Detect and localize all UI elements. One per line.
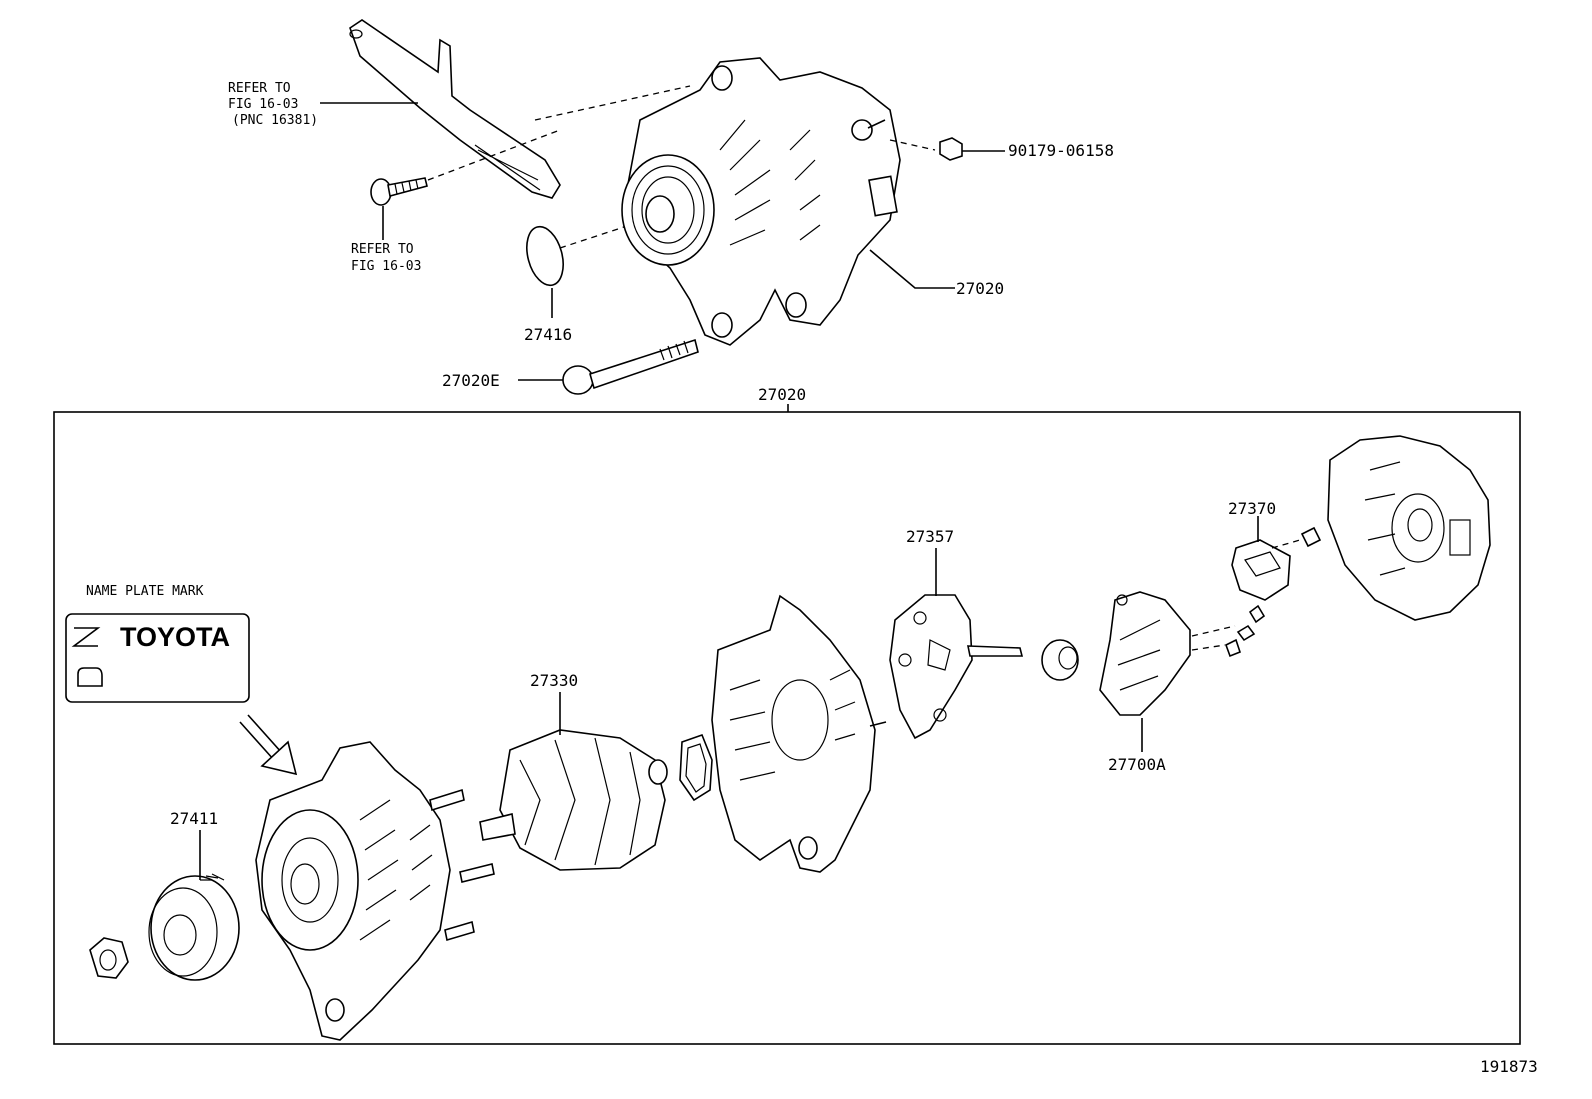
leader-27020-top xyxy=(869,249,955,289)
callout-27020-assy: 27020 xyxy=(956,279,1004,298)
brush-screw-icon xyxy=(1300,526,1322,548)
callout-90179-06158: 90179-06158 xyxy=(1008,141,1114,160)
arrow-icon xyxy=(239,714,298,776)
drive-end-frame-icon xyxy=(255,741,495,1041)
name-plate-brand: TOYOTA xyxy=(120,622,230,652)
callout-27416: 27416 xyxy=(524,325,572,344)
dash-bolt xyxy=(427,129,561,181)
ref-bolt-line1: REFER TO xyxy=(351,242,414,257)
terminal-bushing-icon xyxy=(1041,639,1079,681)
ref-bracket-line2: FIG 16-03 xyxy=(228,97,298,112)
callout-27020-frame: 27020 xyxy=(758,385,806,404)
regulator-screw-icon xyxy=(1225,604,1266,658)
gasket-icon xyxy=(679,733,713,802)
name-plate-logo-icon xyxy=(71,627,103,687)
callout-27330: 27330 xyxy=(530,671,578,690)
cover-plate-icon xyxy=(526,225,564,287)
callout-27370: 27370 xyxy=(1228,499,1276,518)
through-bolt-icon xyxy=(562,338,699,395)
ref-bolt-line2: FIG 16-03 xyxy=(351,259,421,274)
dash-regulator-1 xyxy=(1191,625,1236,637)
name-plate-title: NAME PLATE MARK xyxy=(86,584,204,599)
callout-27357: 27357 xyxy=(906,527,954,546)
dash-nut xyxy=(889,139,936,151)
nut-top-icon xyxy=(939,137,963,161)
ref-bracket-line3: (PNC 16381) xyxy=(232,113,318,128)
adjusting-bracket-icon xyxy=(349,19,561,199)
alternator-assembly-icon xyxy=(621,57,901,346)
callout-27411: 27411 xyxy=(170,809,218,828)
rear-cover-icon xyxy=(1327,435,1491,621)
rectifier-icon xyxy=(889,594,1024,740)
regulator-icon xyxy=(1099,591,1191,716)
rotor-icon xyxy=(479,729,668,871)
callout-27700A: 27700A xyxy=(1108,755,1166,774)
rectifier-end-frame-icon xyxy=(711,594,887,873)
flange-bolt-icon xyxy=(370,177,428,206)
pulley-nut-icon xyxy=(89,937,129,979)
pulley-icon xyxy=(148,873,240,981)
name-plate-box xyxy=(65,613,250,703)
exploded-frame xyxy=(53,411,1521,1045)
dash-bracket xyxy=(534,85,691,121)
callout-27020E: 27020E xyxy=(442,371,500,390)
dash-regulator-2 xyxy=(1191,644,1226,651)
brush-holder-icon xyxy=(1231,539,1291,601)
dash-cover xyxy=(559,224,631,249)
dash-brush xyxy=(1271,539,1301,549)
figure-number: 191873 xyxy=(1480,1057,1538,1076)
ref-bracket-line1: REFER TO xyxy=(228,81,291,96)
